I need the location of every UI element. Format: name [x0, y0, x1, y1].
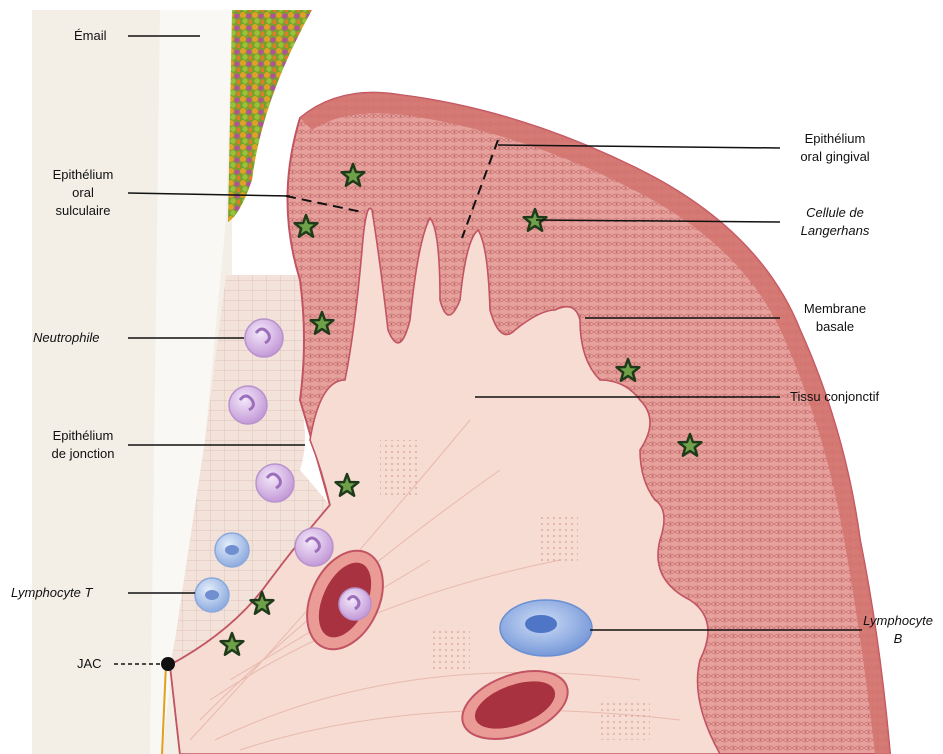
- label-tissu-conjonctif: Tissu conjonctif: [790, 388, 879, 406]
- label-email: Émail: [74, 27, 107, 45]
- label-lymphocyte-t: Lymphocyte T: [11, 584, 92, 602]
- jac-point: [161, 657, 175, 671]
- label-jac: JAC: [77, 655, 102, 673]
- neutrophil-cell-icon: [295, 528, 333, 566]
- label-lymphocyte-b: Lymphocyte B: [858, 612, 938, 648]
- label-epith-jonction: Epithélium de jonction: [36, 427, 130, 463]
- lymphocyte-cell-icon: [195, 578, 229, 612]
- neutrophil-cell-icon: [339, 588, 371, 620]
- neutrophil-cell-icon: [256, 464, 294, 502]
- label-membrane-basale: Membrane basale: [780, 300, 890, 336]
- neutrophil-cell-icon: [229, 386, 267, 424]
- label-epith-oral-gingival: Epithélium oral gingival: [780, 130, 890, 166]
- lymphocyte-b-cell-icon: [500, 600, 592, 656]
- label-neutrophile: Neutrophile: [33, 329, 100, 347]
- label-epith-oral-sulculaire: Epithélium oral sulculaire: [36, 166, 130, 220]
- lymphocyte-cell-icon: [215, 533, 249, 567]
- neutrophil-cell-icon: [245, 319, 283, 357]
- label-cellule-langerhans: Cellule de Langerhans: [780, 204, 890, 240]
